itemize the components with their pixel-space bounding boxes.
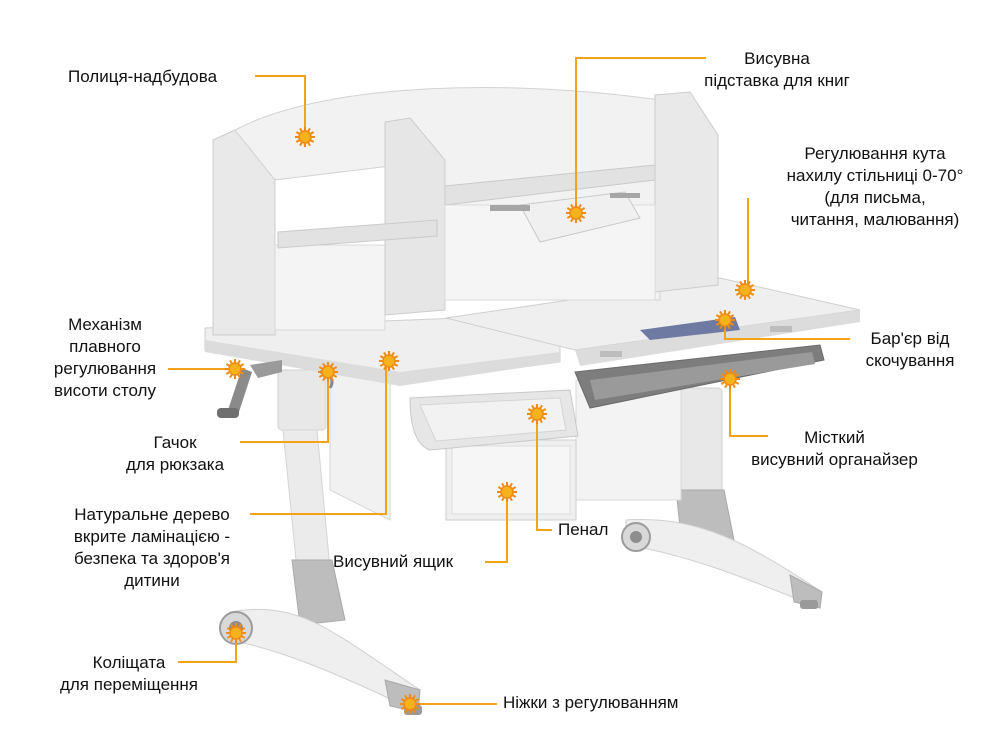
callout-line: висувний органайзер — [751, 450, 918, 469]
leader-casters — [178, 636, 237, 663]
callout-line: Коліщата — [92, 653, 166, 672]
leader-hook — [240, 372, 329, 443]
callout-height-mechanism: Механізм плавного регулювання висоти сто… — [40, 314, 170, 402]
callout-line: для рюкзака — [125, 455, 225, 474]
callout-adjustable-legs: Ніжки з регулюванням — [503, 692, 678, 714]
callout-casters: Коліщата для переміщення — [44, 652, 214, 696]
callout-line: регулювання — [53, 359, 157, 378]
callout-line: Полиця-надбудова — [68, 67, 218, 86]
marker-book-stand — [566, 203, 586, 223]
callout-line: Гачок — [153, 433, 197, 452]
callout-roll-barrier: Бар'єр від скочування — [850, 328, 970, 372]
callout-pencil-case: Пенал — [558, 519, 608, 541]
callout-organizer: Місткий висувний органайзер — [732, 427, 937, 471]
drawer — [445, 439, 577, 521]
callout-tilt-adjustment: Регулювання кута нахилу стільниці 0-70° … — [760, 143, 990, 231]
callout-line: Натуральне дерево — [74, 505, 230, 524]
leader-lines — [168, 57, 850, 705]
marker-shelf-superstructure — [295, 127, 315, 147]
crank-handle — [217, 360, 282, 418]
marker-backpack-hook — [318, 362, 338, 382]
callout-backpack-hook: Гачок для рюкзака — [110, 432, 240, 476]
marker-organizer — [720, 369, 740, 389]
leader-book-stand — [575, 57, 706, 210]
leader-shelf — [255, 75, 306, 135]
callout-line: висоти столу — [54, 381, 156, 400]
marker-casters — [226, 623, 246, 643]
callout-line: читання, малювання) — [790, 210, 960, 229]
marker-height-mechanism — [225, 359, 245, 379]
callout-line: Бар'єр від — [870, 329, 950, 348]
callout-book-stand: Висувна підставка для книг — [682, 48, 872, 92]
organizer-drawer — [574, 344, 825, 409]
callout-line: дитини — [124, 571, 180, 590]
callout-line: Висувна — [744, 49, 810, 68]
callout-line: вкрите ламінацією - — [73, 527, 231, 546]
marker-roll-barrier — [715, 310, 735, 330]
shelf-hutch — [212, 87, 719, 336]
callout-natural-wood: Натуральне дерево вкрите ламінацією - бе… — [52, 504, 252, 592]
callout-line: Механізм — [68, 315, 142, 334]
marker-drawer — [497, 482, 517, 502]
callout-line: безпека та здоров'я — [73, 549, 231, 568]
marker-adjustable-legs — [400, 694, 420, 714]
marker-natural-wood — [379, 351, 399, 371]
caster-right — [621, 522, 651, 552]
callout-line: підставка для книг — [704, 71, 850, 90]
callout-line: (для письма, — [824, 188, 926, 207]
leader-wood — [250, 364, 387, 515]
callout-line: Регулювання кута — [804, 144, 946, 163]
right-leg-frame — [625, 387, 823, 609]
callout-line: для переміщення — [59, 675, 199, 694]
leader-organizer — [729, 382, 768, 437]
callout-line: нахилу стільниці 0-70° — [786, 166, 964, 185]
callout-line: Ніжки з регулюванням — [503, 693, 679, 712]
callout-line: скочування — [865, 351, 955, 370]
callout-line: Висувний ящик — [333, 552, 454, 571]
tilting-desktop — [445, 277, 861, 366]
callout-line: Пенал — [558, 520, 609, 539]
leader-pencil — [536, 416, 552, 531]
leader-drawer — [485, 494, 508, 563]
marker-tilt-adjustment — [735, 280, 755, 300]
callout-line: плавного — [69, 337, 141, 356]
callout-line: Місткий — [804, 428, 865, 447]
marker-pencil-case — [527, 404, 547, 424]
callout-shelf-superstructure: Полиця-надбудова — [68, 66, 217, 88]
callout-drawer: Висувний ящик — [333, 551, 453, 573]
